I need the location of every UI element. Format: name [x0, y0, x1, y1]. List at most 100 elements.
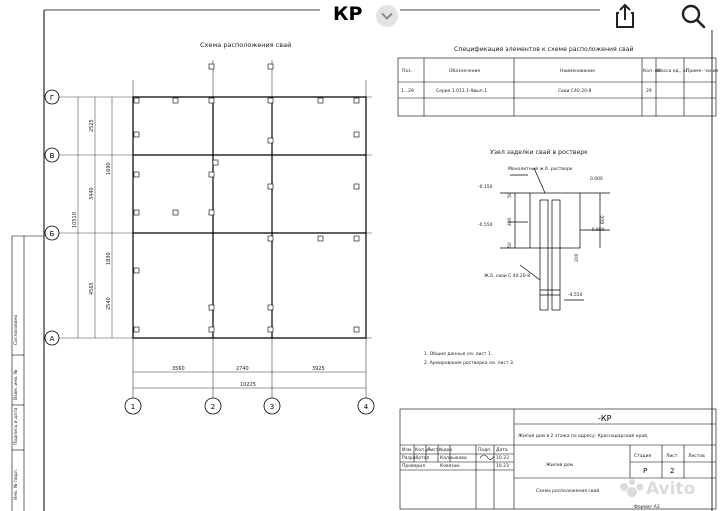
sheet-frame	[11, 9, 713, 511]
row-axis-G: Г	[44, 89, 60, 105]
side-labels: Согласовано Взам. инв. № Подпись и дата …	[13, 315, 19, 500]
pile	[267, 235, 274, 242]
stamp-role-checker: Проверил	[402, 463, 425, 469]
dim-4565: 4565	[89, 282, 95, 295]
pile	[212, 159, 219, 166]
pile	[317, 97, 324, 104]
piles	[133, 63, 360, 333]
axis-grid	[58, 60, 372, 400]
svg-text:Лист: Лист	[666, 453, 678, 459]
side-label-inventory: Инв. № подл.	[13, 469, 19, 500]
row-axis-V: В	[44, 147, 60, 163]
node-level-000: 0.000	[590, 176, 603, 182]
svg-text:1...29: 1...29	[401, 88, 414, 94]
share-button[interactable]	[612, 3, 638, 29]
side-label-replace: Взам. инв. №	[13, 369, 19, 400]
svg-text:Б: Б	[50, 230, 55, 238]
svg-text:А: А	[50, 335, 55, 343]
spec-header-mass: Масса ед., кг	[657, 68, 689, 74]
app-top-bar: КР	[0, 0, 720, 34]
pile	[353, 183, 360, 190]
pile	[208, 304, 215, 311]
dim-1830: 1830	[106, 252, 112, 265]
svg-text:Лист: Лист	[427, 447, 439, 453]
stamp-stage: Р	[643, 467, 647, 475]
dim-3925: 3925	[312, 366, 325, 372]
pile	[267, 63, 274, 70]
svg-text:Г: Г	[50, 94, 54, 102]
svg-text:600: 600	[600, 215, 606, 224]
pile	[208, 97, 215, 104]
pile	[208, 63, 215, 70]
left-dimension-values: 2525 1690 3440 1830 10510 4565 2540	[72, 119, 112, 310]
col-axis-3: 3	[263, 397, 281, 415]
pile	[317, 235, 324, 242]
stamp-sheet-title: Схема расположения свай	[536, 487, 599, 494]
pile	[172, 97, 179, 104]
dim-1690: 1690	[106, 162, 112, 175]
dim-2540: 2540	[106, 297, 112, 310]
foundation-outline	[132, 96, 367, 339]
row-axis-A: А	[44, 330, 60, 346]
spec-header-pos: Поз.	[402, 68, 412, 74]
stamp-role-developer: Разработал	[402, 455, 429, 461]
stamp-name-developer: Калмыкова	[440, 455, 467, 461]
pile	[267, 137, 274, 144]
node-level-015: -0.150	[478, 184, 493, 190]
bottom-dimension-lines	[133, 371, 366, 389]
note-2: 2. Армирование ростверка см. лист 3.	[424, 360, 514, 366]
stamp-project: Жилой дом в 2 этажа по адресу: Краснодар…	[518, 432, 648, 439]
share-icon	[616, 3, 634, 28]
pile	[133, 171, 140, 178]
node-label-grillage: Монолитный ж.б. ростверк	[508, 165, 573, 172]
spec-table-header: Поз. Обозначение Наименование Кол -во Ма…	[402, 68, 719, 74]
pile	[208, 209, 215, 216]
svg-text:400: 400	[507, 217, 513, 226]
pile	[208, 171, 215, 178]
col-axis-1: 1	[124, 397, 142, 415]
stamp-sheet: 2	[670, 467, 674, 475]
pile	[353, 326, 360, 333]
dim-10510: 10510	[72, 212, 78, 228]
node-level-060: -0.600	[590, 227, 605, 233]
node-level-455: -4.550	[568, 292, 583, 298]
pile	[353, 131, 360, 138]
side-label-signature: Подпись и дата	[13, 407, 19, 445]
node-detail-dims: 50 400 50 200 600	[507, 192, 606, 262]
title-chevron-button[interactable]	[376, 5, 398, 27]
chevron-down-icon	[381, 13, 393, 20]
spec-header-note: Приме- чание	[686, 68, 719, 74]
general-notes: 1. Общие данные см. лист 1. 2. Армирован…	[424, 351, 514, 366]
pile	[133, 131, 140, 138]
note-1: 1. Общие данные см. лист 1.	[424, 351, 492, 357]
side-label-agreed: Согласовано	[13, 315, 19, 345]
title-block-grid	[399, 408, 717, 510]
stamp-building: Жилой дом	[546, 461, 573, 468]
spec-header-name: Наименование	[560, 68, 595, 74]
node-detail-labels: Монолитный ж.б. ростверк -0.150 0.000 -0…	[478, 165, 605, 298]
spec-title: Спецификация элементов к схеме расположе…	[454, 45, 634, 53]
left-dimension-lines	[77, 97, 113, 338]
node-detail-drawing	[500, 167, 610, 311]
svg-text:200: 200	[574, 253, 580, 262]
pile	[133, 326, 140, 333]
stamp-date-checker: 10.23	[496, 463, 509, 469]
stamp-format: Формат А3	[634, 504, 660, 510]
svg-text:50: 50	[507, 192, 513, 198]
pile	[172, 209, 179, 216]
search-button[interactable]	[680, 3, 706, 29]
pile	[133, 267, 140, 274]
col-axis-2: 2	[204, 397, 222, 415]
svg-text:3: 3	[270, 403, 274, 411]
dim-3440: 3440	[89, 187, 95, 200]
svg-text:Сваи С40.20-8: Сваи С40.20-8	[558, 88, 592, 94]
title-block-text: -КР Жилой дом в 2 этажа по адресу: Красн…	[402, 414, 705, 510]
node-level-055: -0.550	[478, 222, 493, 228]
svg-text:50: 50	[507, 242, 513, 248]
pile	[267, 97, 274, 104]
stamp-date-developer: 10.23	[496, 455, 509, 461]
pile	[353, 97, 360, 104]
spec-header-qty: Кол -во	[643, 68, 661, 74]
dim-2740: 2740	[236, 366, 249, 372]
